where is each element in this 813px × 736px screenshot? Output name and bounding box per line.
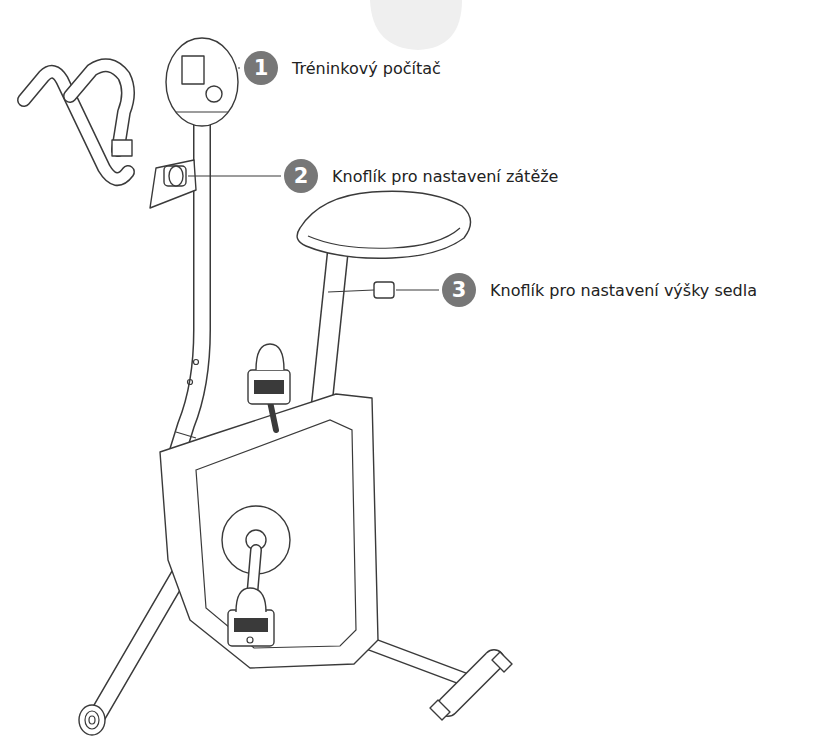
callout-2: 2 Knoflík pro nastavení zátěže — [284, 159, 560, 193]
leader-line — [396, 289, 439, 290]
pedal — [248, 370, 290, 404]
resistance-knob — [164, 166, 186, 186]
callout-number: 1 — [244, 51, 278, 85]
leader-line — [238, 67, 240, 68]
flywheel-housing — [160, 394, 378, 668]
callout-3: 3 Knoflík pro nastavení výšky sedla — [442, 273, 759, 307]
part-label: Knoflík pro nastavení zátěže — [330, 167, 560, 186]
front-foot-cap — [79, 705, 105, 735]
part-label: Knoflík pro nastavení výšky sedla — [488, 281, 759, 300]
callout-number: 3 — [442, 273, 476, 307]
rear-foot-cap — [430, 700, 450, 720]
leader-line — [188, 175, 281, 176]
rear-foot-cap — [492, 652, 512, 672]
callout-number: 2 — [284, 159, 318, 193]
training-computer — [166, 38, 238, 126]
watermark — [370, 0, 462, 50]
seat-height-knob — [374, 282, 394, 298]
part-label: Tréninkový počítač — [290, 59, 443, 78]
knob-bracket — [150, 160, 196, 208]
seat — [297, 191, 470, 258]
pedal — [228, 610, 274, 646]
callout-1: 1 Tréninkový počítač — [244, 51, 443, 85]
